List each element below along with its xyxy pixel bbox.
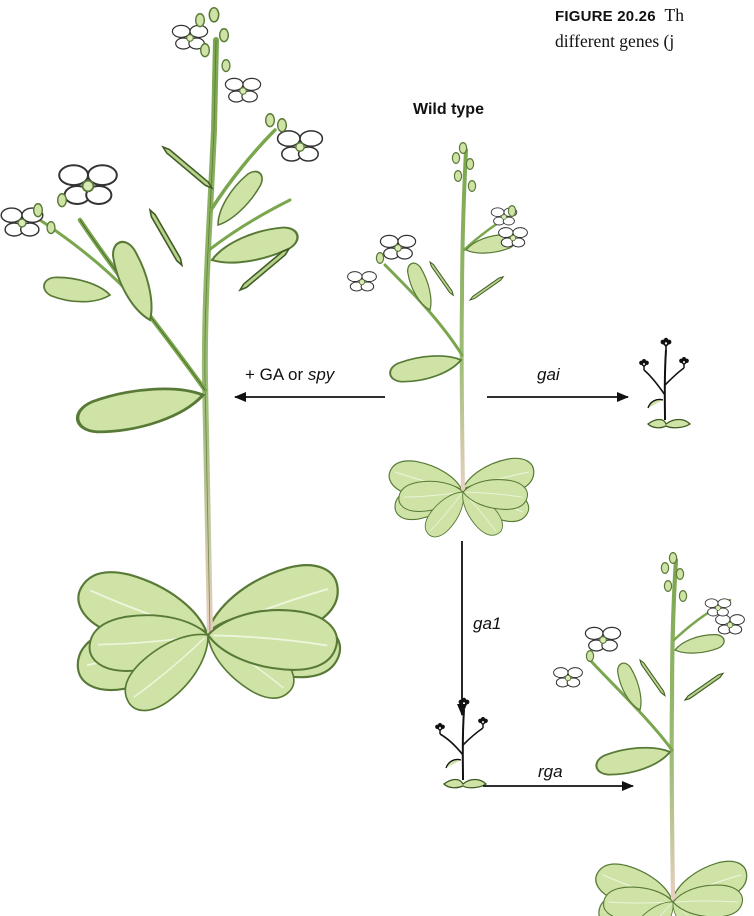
wild-type-title: Wild type [413,101,484,119]
arrow-label-ga-prefix: + GA or [245,365,308,384]
arrow-label-ga-or-spy: + GA or spy [245,365,334,385]
rga-plant [554,553,753,916]
figure-label: FIGURE 20.26 [555,8,656,25]
arrow-label-spy: spy [308,365,334,384]
gai-dwarf-plant [639,338,690,428]
arrow-label-gai: gai [537,365,560,385]
wild-type-plant [348,143,538,543]
caption-line1-text: Th [665,5,684,25]
caption-line2-text: different genes (j [555,29,754,53]
arrow-label-rga: rga [538,762,563,782]
arrow-label-ga1: ga1 [473,614,501,634]
figure-caption: FIGURE 20.26 Th different genes (j [555,3,754,53]
